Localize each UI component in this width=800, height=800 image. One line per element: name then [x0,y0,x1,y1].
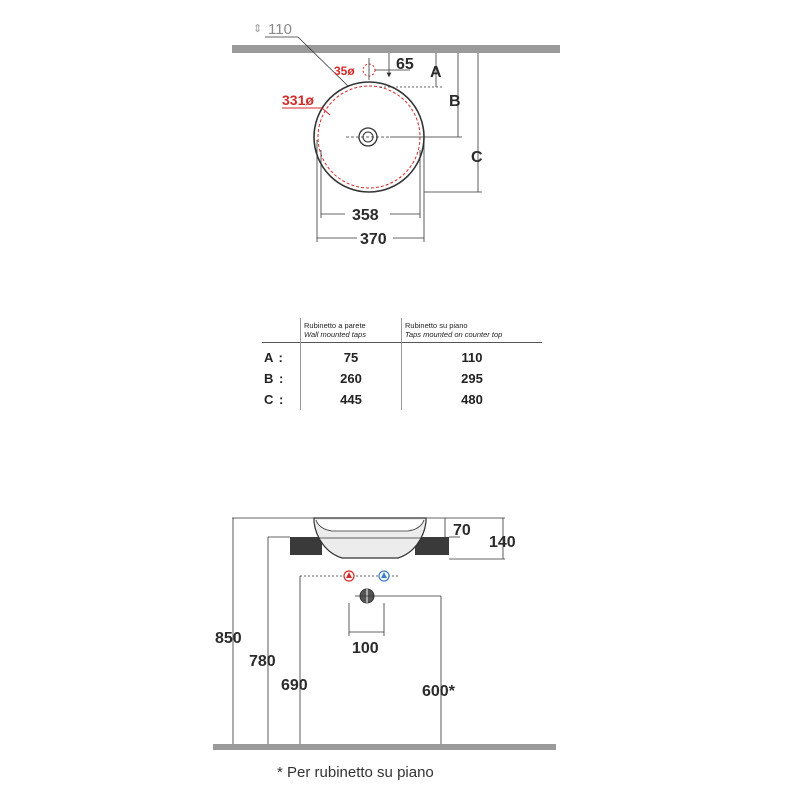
floor [213,744,556,750]
table-row: C : 445 480 [262,389,542,410]
inner-diameter-label: 331ø [282,92,314,108]
col-counter-header: Rubinetto su piano Taps mounted on count… [401,318,542,343]
height-690-label: 690 [281,677,308,694]
row-counter-value: 480 [401,389,542,410]
top-view: ⇕ 110 35ø 65 331ø A B C [232,21,560,248]
col-counter-subtitle: Taps mounted on counter top [405,330,503,339]
width-inner-label: 358 [352,207,379,224]
dimension-table: Rubinetto a parete Wall mounted taps Rub… [262,318,542,410]
tap-offset-label: 65 [396,56,414,73]
spacing-label: 100 [352,640,379,657]
table-corner [262,318,301,343]
counter-right [415,537,449,555]
label-a: A [430,64,442,81]
label-c: C [471,149,483,166]
row-wall-value: 260 [300,368,402,389]
wall-thickness-label: 110 [268,21,292,38]
bowl-height-label: 70 [453,522,471,539]
col-wall-subtitle: Wall mounted taps [304,330,366,339]
leader-line [297,36,351,89]
row-label: B : [264,371,285,386]
row-label: A : [264,350,284,365]
table-row: A : 75 110 [262,342,542,368]
col-counter-title: Rubinetto su piano [405,321,468,330]
row-wall-value: 75 [300,342,402,368]
counter-left [290,537,322,555]
width-outer-label: 370 [360,231,387,248]
row-counter-value: 110 [401,342,542,368]
total-height-label: 140 [489,534,516,551]
height-780-label: 780 [249,653,276,670]
col-wall-header: Rubinetto a parete Wall mounted taps [300,318,402,343]
col-wall-title: Rubinetto a parete [304,321,366,330]
row-counter-value: 295 [401,368,542,389]
height-850-label: 850 [215,630,242,647]
row-label: C : [264,392,285,407]
label-b: B [449,93,461,110]
wall-arrow-icon: ⇕ [253,23,262,35]
wall [232,45,560,53]
row-wall-value: 445 [300,389,402,410]
tap-hole-label: 35ø [334,64,355,78]
footnote: * Per rubinetto su piano [277,764,434,781]
height-600-label: 600* [422,683,456,700]
side-view: 70 140 100 850 780 690 600* [213,517,556,750]
table-row: B : 260 295 [262,368,542,389]
